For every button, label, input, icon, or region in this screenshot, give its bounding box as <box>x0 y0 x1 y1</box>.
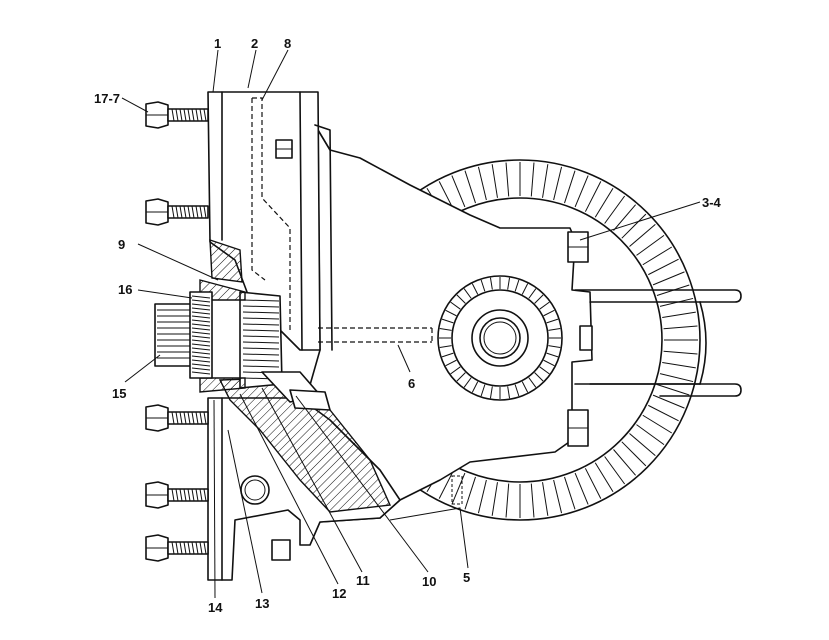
label-1: 1 <box>214 36 221 51</box>
pinion-bearing <box>199 279 331 411</box>
label-12: 12 <box>332 586 346 601</box>
cap-bolt-lower <box>567 409 589 447</box>
label-17-7: 17-7 <box>94 91 120 106</box>
flange-bolts <box>145 101 209 562</box>
flange-bolt <box>145 534 209 562</box>
label-6: 6 <box>408 376 415 391</box>
housing-flange <box>207 91 433 351</box>
label-15: 15 <box>112 386 126 401</box>
flange-bolt <box>145 404 209 432</box>
cap-bolt-upper <box>567 231 589 263</box>
label-14: 14 <box>208 600 223 615</box>
label-10: 10 <box>422 574 436 589</box>
pinion-spline <box>154 291 213 379</box>
label-9: 9 <box>118 237 125 252</box>
label-2: 2 <box>251 36 258 51</box>
label-13: 13 <box>255 596 269 611</box>
axle-tube <box>574 289 742 397</box>
flange-bolt <box>145 198 209 226</box>
label-11: 11 <box>356 573 370 588</box>
label-16: 16 <box>118 282 132 297</box>
label-5: 5 <box>463 570 470 585</box>
leader-lines <box>121 49 701 599</box>
label-8: 8 <box>284 36 291 51</box>
flange-bolt <box>145 101 209 129</box>
carrier-housing <box>299 129 593 523</box>
callout-labels: 1 2 8 17-7 3-4 9 16 15 6 14 13 12 11 10 … <box>94 36 722 615</box>
label-3-4: 3-4 <box>702 195 722 210</box>
flange-bolt <box>145 481 209 509</box>
